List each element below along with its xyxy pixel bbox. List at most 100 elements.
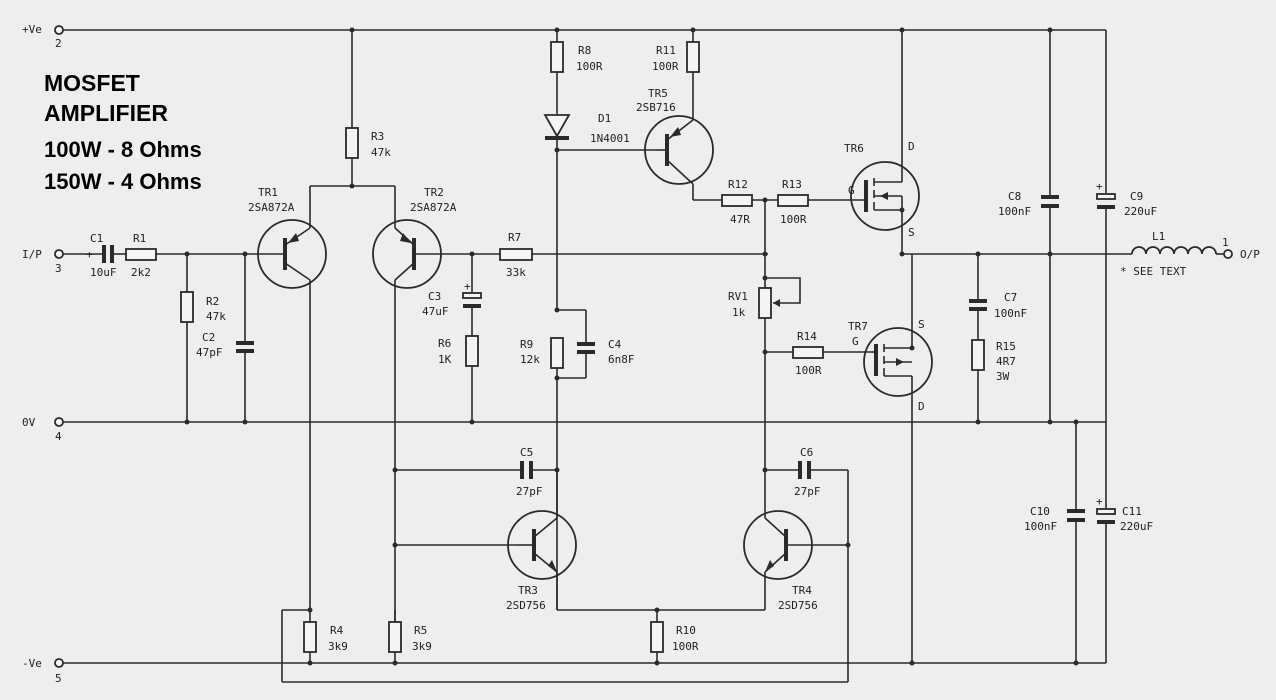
svg-text:C6: C6 (800, 446, 813, 459)
svg-text:1K: 1K (438, 353, 452, 366)
rail-zero: 0V 4 (22, 416, 1106, 443)
capacitor-c6: C6 27pF (794, 446, 849, 682)
svg-text:R15: R15 (996, 340, 1016, 353)
svg-text:D: D (918, 400, 925, 413)
svg-text:R1: R1 (133, 232, 146, 245)
title-line-1: MOSFET (44, 70, 140, 96)
transistor-tr3: TR3 2SD756 (506, 470, 577, 612)
mosfet-tr7: TR7 G S D (848, 318, 933, 663)
resistor-r7: R7 33k (472, 231, 768, 279)
svg-text:3W: 3W (996, 370, 1010, 383)
svg-text:+: + (1096, 180, 1103, 193)
svg-text:R11: R11 (656, 44, 676, 57)
svg-text:S: S (918, 318, 925, 331)
title-line-2: AMPLIFIER (44, 100, 168, 126)
svg-text:S: S (908, 226, 915, 239)
svg-text:R6: R6 (438, 337, 451, 350)
spec-line-2: 150W - 4 Ohms (44, 169, 202, 194)
input-terminal: I/P 3 (22, 248, 64, 275)
svg-text:47R: 47R (730, 213, 750, 226)
svg-text:R8: R8 (578, 44, 591, 57)
svg-text:C9: C9 (1130, 190, 1143, 203)
svg-text:2k2: 2k2 (131, 266, 151, 279)
svg-text:C8: C8 (1008, 190, 1021, 203)
inductor-l1: L1 * SEE TEXT (1120, 230, 1224, 278)
svg-text:G: G (852, 335, 859, 348)
resistor-r15: R15 4R7 3W (971, 339, 1016, 422)
resistor-r5: R5 3k9 (388, 610, 432, 663)
svg-text:27pF: 27pF (516, 485, 543, 498)
svg-text:220uF: 220uF (1124, 205, 1157, 218)
capacitor-c7: C7 100nF (969, 254, 1027, 340)
svg-text:R5: R5 (414, 624, 427, 637)
svg-text:47k: 47k (206, 310, 226, 323)
svg-text:6n8F: 6n8F (608, 353, 635, 366)
svg-text:TR3: TR3 (518, 584, 538, 597)
svg-text:3k9: 3k9 (412, 640, 432, 653)
output-label: O/P (1240, 248, 1260, 261)
svg-text:47uF: 47uF (422, 305, 449, 318)
resistor-r8: R8 100R (550, 30, 603, 114)
output-terminal: O/P 1 (1222, 236, 1260, 261)
svg-text:3k9: 3k9 (328, 640, 348, 653)
svg-text:TR4: TR4 (792, 584, 812, 597)
svg-text:TR7: TR7 (848, 320, 868, 333)
svg-text:100R: 100R (652, 60, 679, 73)
svg-text:+: + (86, 248, 93, 261)
svg-text:47k: 47k (371, 146, 391, 159)
resistor-r11: R11 100R (652, 30, 700, 120)
svg-text:10uF: 10uF (90, 266, 117, 279)
capacitor-c4: C4 6n8F (577, 310, 635, 378)
svg-text:100nF: 100nF (994, 307, 1027, 320)
svg-text:2SA872A: 2SA872A (248, 201, 295, 214)
svg-text:100nF: 100nF (1024, 520, 1057, 533)
svg-text:C7: C7 (1004, 291, 1017, 304)
diode-d1: D1 1N4001 (543, 112, 655, 310)
svg-text:27pF: 27pF (794, 485, 821, 498)
rail-neg-label: -Ve (22, 657, 42, 670)
capacitor-c1: C1 10uF + (63, 232, 126, 279)
transistor-tr1: TR1 2SA872A (245, 186, 327, 610)
mosfet-tr6: TR6 G D S (844, 30, 920, 254)
resistor-r12: R12 47R (721, 178, 778, 226)
svg-text:C11: C11 (1122, 505, 1142, 518)
rail-neg: -Ve 5 (22, 657, 1106, 685)
title-block: MOSFET AMPLIFIER 100W - 8 Ohms 150W - 4 … (44, 68, 202, 198)
svg-text:2SD756: 2SD756 (506, 599, 546, 612)
rail-zero-pin: 4 (55, 430, 62, 443)
svg-text:220uF: 220uF (1120, 520, 1153, 533)
output-pin: 1 (1222, 236, 1229, 249)
resistor-r10: R10 100R (650, 610, 699, 663)
svg-text:R10: R10 (676, 624, 696, 637)
capacitor-c5: C5 27pF (516, 446, 557, 498)
svg-text:12k: 12k (520, 353, 540, 366)
resistor-r6: R6 1K (438, 335, 479, 422)
svg-text:R2: R2 (206, 295, 219, 308)
svg-text:R3: R3 (371, 130, 384, 143)
resistor-r14: R14 100R (792, 330, 872, 377)
svg-text:+: + (464, 280, 471, 293)
svg-text:* SEE TEXT: * SEE TEXT (1120, 265, 1187, 278)
svg-text:33k: 33k (506, 266, 526, 279)
resistor-r1: R1 2k2 (125, 232, 245, 279)
capacitor-c3: C3 47uF + (422, 254, 482, 336)
svg-text:2SD756: 2SD756 (778, 599, 818, 612)
rail-pos-label: +Ve (22, 23, 42, 36)
spec-line-1: 100W - 8 Ohms (44, 137, 202, 162)
resistor-r4: R4 3k9 (303, 610, 348, 663)
input-label: I/P (22, 248, 42, 261)
rail-pos-pin: 2 (55, 37, 62, 50)
svg-text:TR2: TR2 (424, 186, 444, 199)
svg-text:100nF: 100nF (998, 205, 1031, 218)
svg-text:D: D (908, 140, 915, 153)
svg-text:C3: C3 (428, 290, 441, 303)
svg-text:L1: L1 (1152, 230, 1165, 243)
svg-text:TR6: TR6 (844, 142, 864, 155)
svg-text:4R7: 4R7 (996, 355, 1016, 368)
svg-text:1k: 1k (732, 306, 746, 319)
resistor-r2: R2 47k (180, 254, 226, 422)
capacitor-c8: C8 100nF (998, 30, 1059, 422)
transistor-tr2: TR2 2SA872A (372, 186, 472, 625)
transistor-tr4: TR4 2SD756 (743, 445, 848, 612)
